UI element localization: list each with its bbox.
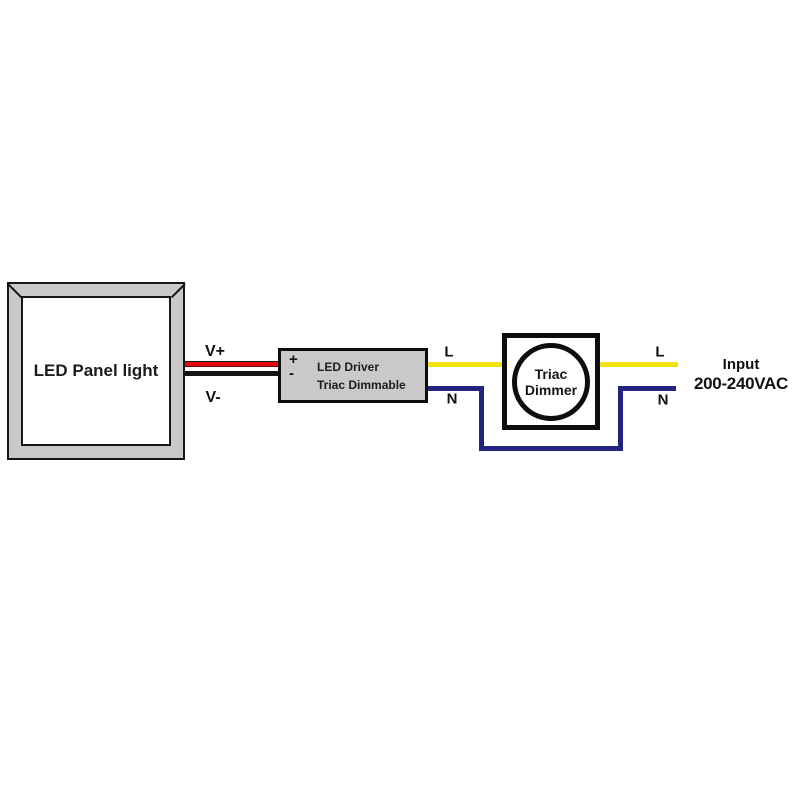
- driver-polarity-marks: + -: [289, 351, 298, 382]
- label-l-right: L: [655, 343, 665, 361]
- led-driver-box: + - LED Driver Triac Dimmable: [278, 348, 428, 403]
- label-v-plus: V+: [204, 343, 226, 360]
- driver-label: LED Driver Triac Dimmable: [317, 358, 406, 394]
- wire-neutral-blue-bottom: [479, 446, 623, 451]
- mains-input-label: Input 200-240VAC: [684, 355, 798, 393]
- driver-label-line2: Triac Dimmable: [317, 378, 406, 392]
- driver-minus-mark: -: [289, 365, 294, 382]
- wire-neutral-blue-up-right: [618, 386, 623, 451]
- led-panel-label: LED Panel light: [33, 361, 159, 380]
- triac-dimmer-box: Triac Dimmer: [502, 333, 600, 430]
- driver-label-line1: LED Driver: [317, 360, 380, 374]
- wire-v-minus-black: [185, 371, 278, 376]
- dimmer-label-line2: Dimmer: [524, 381, 578, 398]
- input-label-line2: 200-240VAC: [693, 374, 789, 393]
- label-n-left: N: [446, 390, 458, 408]
- wire-neutral-blue-down-left: [479, 386, 484, 451]
- led-panel-frame: LED Panel light: [7, 282, 185, 460]
- led-panel-inner: LED Panel light: [21, 296, 171, 446]
- wire-neutral-blue-to-input: [618, 386, 676, 391]
- wire-neutral-blue-from-driver: [427, 386, 484, 391]
- label-v-minus: V-: [205, 389, 221, 406]
- wire-live-yellow-right: [598, 362, 678, 367]
- wire-v-plus-red: [185, 361, 278, 367]
- label-l-left: L: [444, 343, 454, 361]
- driver-plus-mark: +: [289, 351, 298, 368]
- dimmer-label-line1: Triac: [534, 365, 568, 382]
- input-label-line1: Input: [722, 356, 760, 373]
- triac-dimmer-knob: Triac Dimmer: [512, 342, 590, 421]
- label-n-right: N: [657, 391, 669, 409]
- wire-live-yellow-left: [427, 362, 505, 367]
